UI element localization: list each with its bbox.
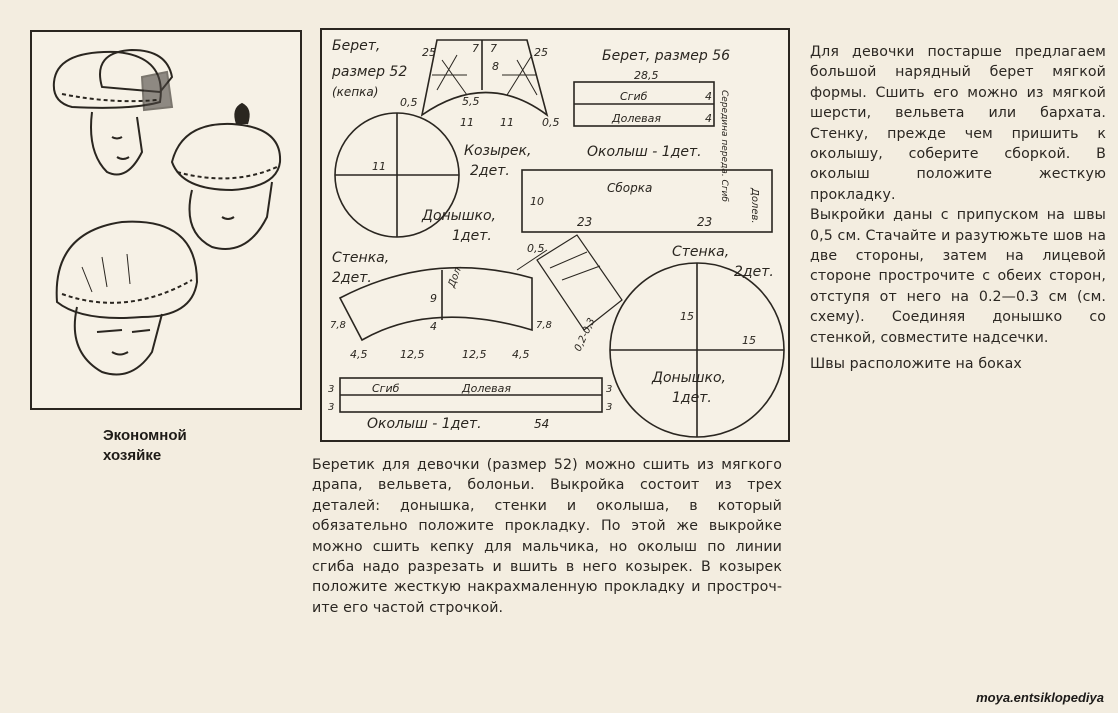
doleva-left: Долевая [461, 382, 511, 395]
dim-8: 8 [492, 60, 499, 73]
dim-55: 5,5 [462, 95, 480, 108]
dim-25a: 25 [422, 46, 436, 59]
beret52-title-1: Берет, [332, 38, 380, 54]
dim-78a: 7,8 [330, 320, 346, 331]
kozyrek-label-2: 2дет. [470, 163, 510, 179]
donyshko-big-2: 1дет. [672, 390, 712, 406]
dim-11a: 11 [460, 116, 474, 129]
kozyrek-label-1: Козырек, [464, 143, 531, 159]
dim-3a: 3 [328, 384, 334, 395]
dim-4c: 4 [430, 320, 437, 333]
dim-3d: 3 [606, 402, 612, 413]
dim-11b: 11 [500, 116, 514, 129]
stenka-left-2: 2дет. [332, 270, 372, 286]
donyshko-big-1: Донышко, [651, 370, 726, 386]
pattern-diagram: Берет, размер 52 (кепка) Берет, размер 5… [328, 38, 785, 438]
dim-05b: 0,5 [542, 116, 560, 129]
okolysh-left-label: Околыш - 1дет. [367, 416, 482, 432]
doleva-right: Долевая [611, 112, 661, 125]
dim-285: 28,5 [634, 69, 659, 82]
dim-125a: 12,5 [400, 348, 425, 361]
dim-125b: 12,5 [462, 348, 487, 361]
dim-78b: 7,8 [536, 320, 552, 331]
dim-9: 9 [430, 292, 437, 305]
beret52-title-3: (кепка) [332, 85, 378, 99]
stenka-right-2: 2дет. [734, 264, 774, 280]
dim-4a: 4 [705, 90, 712, 103]
bottom-article-text: Беретик для девочки (размер 52) можно сш… [312, 455, 782, 618]
dim-7b: 7 [490, 42, 497, 55]
bottom-paragraph: Беретик для девочки (размер 52) можно сш… [312, 457, 782, 616]
dim-3b: 3 [328, 402, 334, 413]
dim-15a: 15 [680, 310, 694, 323]
dim-11c: 11 [372, 160, 386, 173]
beret56-title: Берет, размер 56 [602, 48, 730, 64]
dim-3c: 3 [606, 384, 612, 395]
section-caption: Экономной хозяйке [103, 426, 283, 466]
dim-45a: 4,5 [350, 348, 368, 361]
dim-0203: 0,2-0,3 [573, 317, 598, 354]
dim-23a: 23 [577, 215, 592, 229]
dim-10: 10 [530, 195, 544, 208]
illustration-frame [30, 30, 302, 410]
caption-line-1: Экономной [103, 427, 187, 444]
donyshko-small-1: Донышко, [421, 208, 496, 224]
okolysh-right-label: Околыш - 1дет. [587, 144, 702, 160]
dim-7a: 7 [472, 42, 479, 55]
dim-4b: 4 [705, 112, 712, 125]
sgib-left: Сгиб [372, 382, 400, 395]
dolev-sborka: Долев. [749, 187, 760, 224]
dim-45b: 4,5 [512, 348, 530, 361]
caption-line-2: хозяйке [103, 447, 162, 464]
pattern-frame: Берет, размер 52 (кепка) Берет, размер 5… [320, 28, 790, 442]
donyshko-small-2: 1дет. [452, 228, 492, 244]
dim-05a: 0,5 [400, 96, 418, 109]
dim-25b: 25 [534, 46, 548, 59]
dim-15b: 15 [742, 334, 756, 347]
source-watermark: moya.entsiklopediya [976, 690, 1104, 705]
seredina-label: Середина переда. Сгиб [719, 90, 729, 202]
right-paragraph-1: Для девочки постарше предлагаем большой … [810, 44, 1106, 203]
dim-05c: 0,5 [527, 242, 545, 255]
sborka-label: Сборка [607, 181, 652, 195]
hats-illustration [52, 48, 282, 376]
stenka-right-1: Стенка, [672, 244, 729, 260]
sgib-right: Сгиб [620, 90, 648, 103]
dim-54: 54 [534, 417, 549, 431]
stenka-left-1: Стенка, [332, 250, 389, 266]
dim-23b: 23 [697, 215, 712, 229]
right-paragraph-2: Выкройки даны с припуском на швы 0,5 см.… [810, 207, 1106, 346]
right-article-text: Для девочки постарше предлагаем большой … [810, 42, 1106, 375]
right-paragraph-3: Швы расположите на боках [810, 356, 1022, 373]
beret52-title-2: размер 52 [331, 64, 407, 80]
